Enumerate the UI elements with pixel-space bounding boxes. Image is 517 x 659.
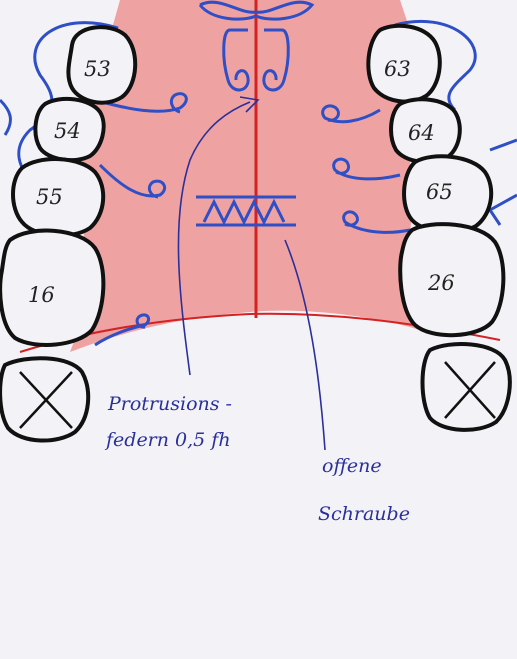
tooth-64: 64 [389,97,462,165]
tooth-label-54: 54 [54,119,81,143]
screw-label-line1: offene [322,455,382,477]
tooth-53: 53 [66,25,138,105]
anterior-springs [198,0,315,92]
spring-right-3 [94,313,151,347]
protrusion-springs [94,92,411,347]
anterior-spring-right [222,28,250,92]
tooth-label-16: 16 [28,283,55,307]
labial-arch-right [17,21,119,187]
protrusion-label-line2: federn 0,5 fh [104,429,231,451]
protrusion-label-line1: Protrusions - [107,393,232,415]
tooth-label-26: 26 [427,271,455,295]
tooth-54: 54 [33,96,106,163]
expansion-screw [196,195,296,227]
tooth-63: 63 [366,23,442,104]
tooth-65: 65 [402,154,494,235]
spring-left-2 [332,157,401,181]
spring-right-1 [94,92,188,114]
spring-left-3 [342,210,411,234]
protrusion-pointer-line [177,101,251,376]
protrusion-pointer-arrowhead [239,96,260,113]
acrylic-plate [70,0,420,352]
screw-label-line2: Schraube [318,503,410,525]
spring-left-1 [321,104,381,124]
spring-right-2 [98,163,167,199]
extracted-tooth-right [0,356,91,443]
anterior-spring-top [198,0,315,21]
wire-tail-left-upper [0,98,12,136]
tooth-16: 16 [0,228,106,347]
tooth-26: 26 [398,222,506,338]
anterior-spring-left [262,28,290,92]
tooth-55: 55 [11,157,106,238]
tooth-label-64: 64 [408,121,435,145]
labial-arch-left [394,19,477,112]
extracted-tooth-left [420,342,512,432]
screw-pointer-line [284,239,326,451]
tooth-label-53: 53 [84,57,111,81]
tooth-label-63: 63 [384,57,411,81]
tooth-label-55: 55 [36,185,63,209]
tooth-label-65: 65 [426,180,453,204]
